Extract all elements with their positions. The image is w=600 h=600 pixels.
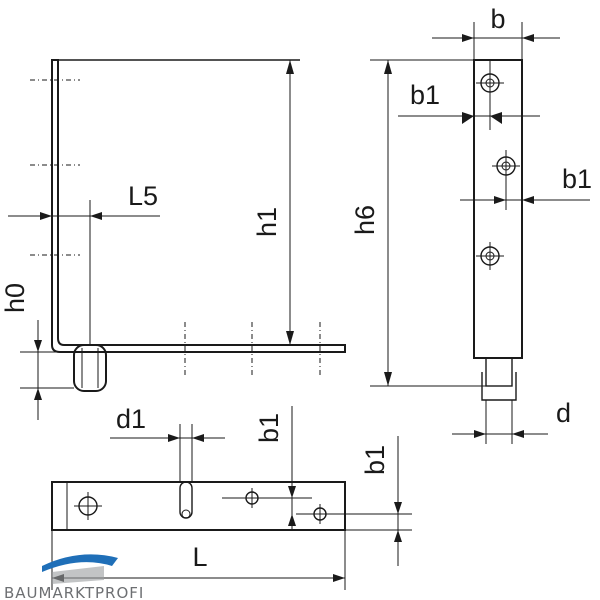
plan-hole-2 [222,488,312,508]
logo-text: BAUMARKTPROFI [4,584,144,600]
label-h0: h0 [0,283,30,313]
label-d1: d1 [116,404,146,434]
label-l5: L5 [128,181,158,211]
front-roller [481,357,517,401]
label-b1-top: b1 [410,80,440,110]
base-strip [51,481,346,531]
label-b: b [490,4,505,34]
label-h1: h1 [252,207,282,237]
side-view: L5 h1 h0 [0,59,346,420]
label-b1-mid: b1 [562,164,592,194]
slot-hole [179,481,193,519]
label-b1-bottom-a: b1 [254,413,284,443]
hole-3 [476,242,504,270]
label-l: L [192,542,207,572]
label-h6: h6 [350,205,380,235]
brand-logo: BAUMARKTPROFI [4,554,144,600]
front-view: b b1 b1 h6 d [350,4,592,444]
label-d: d [556,398,571,428]
plan-hole-3 [296,504,412,524]
label-b1-bottom-b: b1 [360,445,390,475]
strip-body [473,59,523,359]
logo-roof-icon [42,554,118,572]
roller-wheel [73,338,107,392]
plan-hole-1 [74,492,102,520]
bracket-vertical-leg [51,59,346,353]
logo-stripe-icon [52,566,104,584]
